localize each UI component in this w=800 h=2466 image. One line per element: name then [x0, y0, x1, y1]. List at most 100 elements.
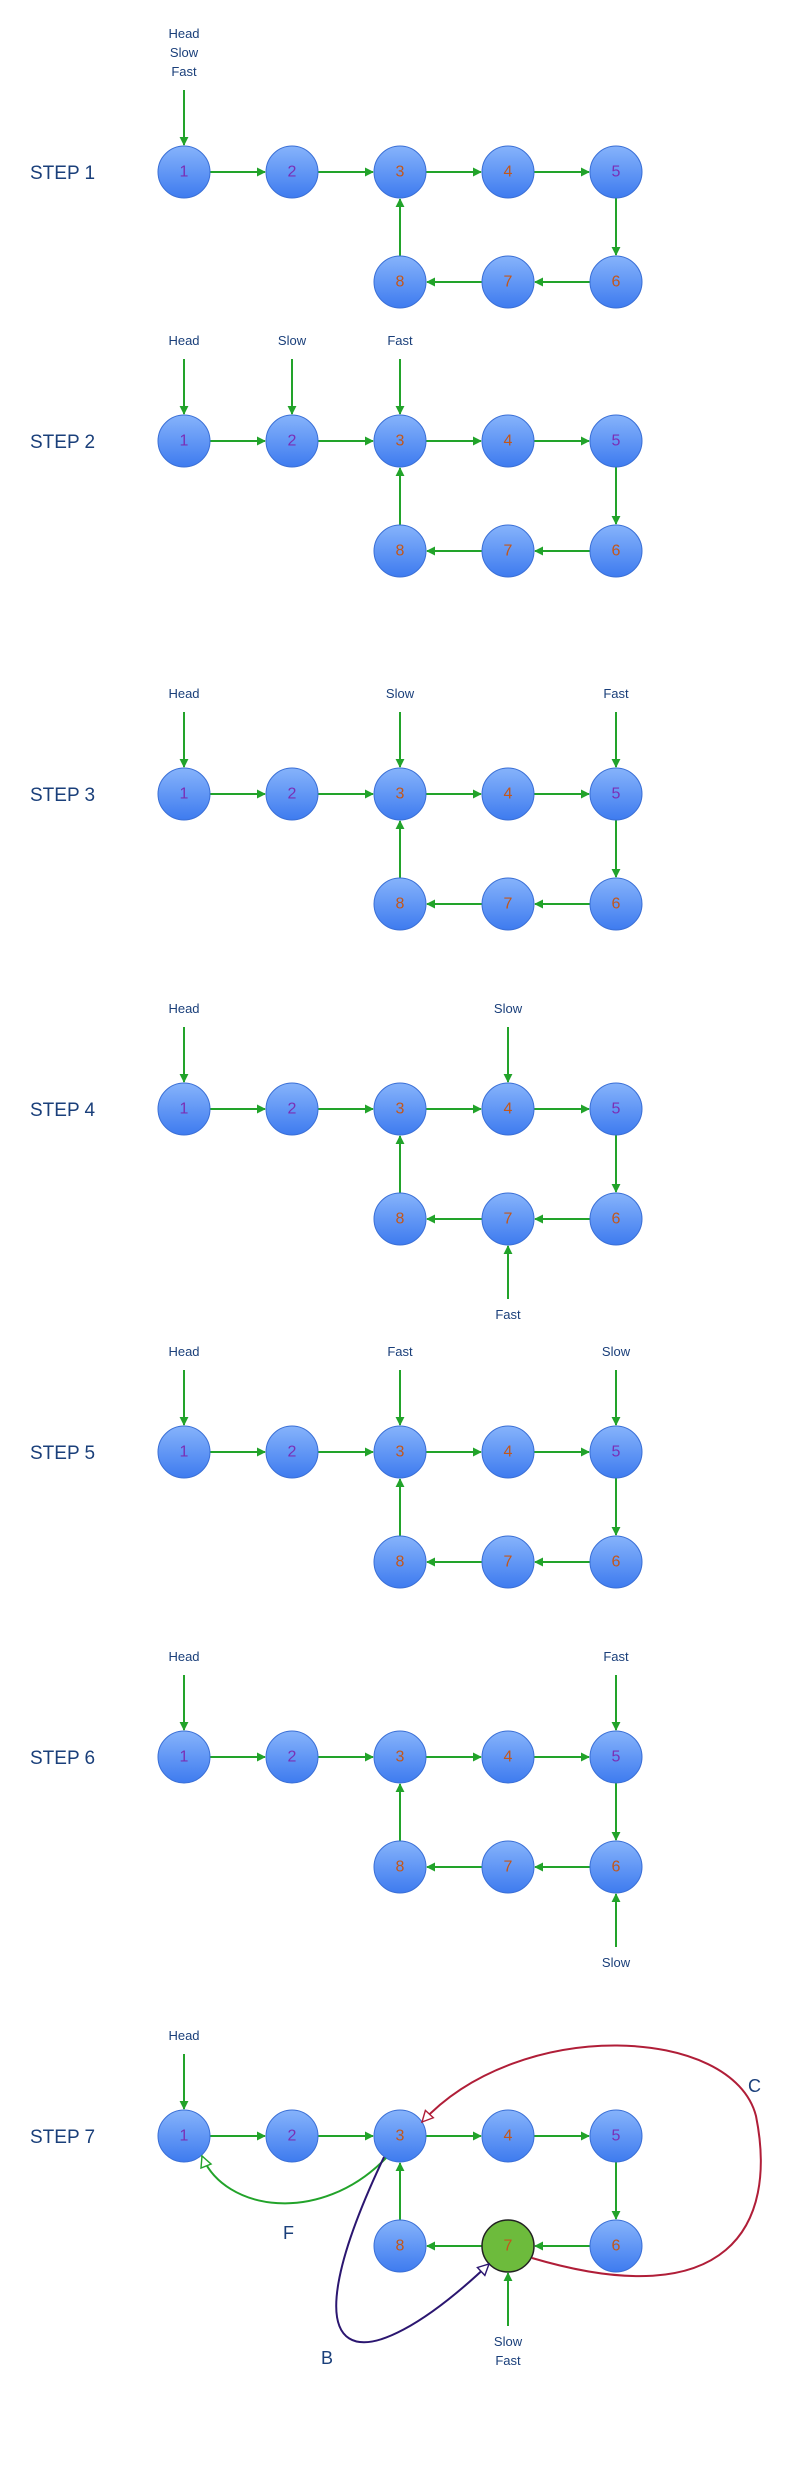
node-5	[589, 1082, 643, 1136]
node-8	[373, 524, 427, 578]
node-label: 1	[180, 164, 189, 181]
node-label: 3	[396, 1444, 405, 1461]
node-label: 4	[504, 1749, 513, 1766]
node-label: 5	[612, 1101, 621, 1118]
node-label: 7	[504, 896, 513, 913]
node-1	[157, 1082, 211, 1136]
node-1	[157, 1730, 211, 1784]
node-label: 2	[288, 433, 297, 450]
pointer-label: Head	[168, 1344, 199, 1359]
node-label: 3	[396, 786, 405, 803]
node-label: 8	[396, 1554, 405, 1571]
node-label: 5	[612, 164, 621, 181]
node-5	[589, 767, 643, 821]
node-4	[481, 767, 535, 821]
node-2	[265, 1082, 319, 1136]
node-2	[265, 414, 319, 468]
pointer-label: Fast	[495, 2353, 521, 2368]
node-4	[481, 414, 535, 468]
step-label: STEP 1	[30, 163, 95, 184]
node-label: 6	[612, 896, 621, 913]
pointer-label: Head	[168, 686, 199, 701]
node-label: 5	[612, 2128, 621, 2145]
node-3	[373, 414, 427, 468]
pointer-label: Fast	[171, 64, 197, 79]
pointer-label: Fast	[495, 1307, 521, 1322]
node-5	[589, 1730, 643, 1784]
node-label: 3	[396, 2128, 405, 2145]
node-6	[589, 1192, 643, 1246]
node-label: 2	[288, 2128, 297, 2145]
node-label: 5	[612, 786, 621, 803]
node-label: 1	[180, 433, 189, 450]
node-label: 4	[504, 164, 513, 181]
node-7	[481, 1192, 535, 1246]
node-7	[481, 877, 535, 931]
node-8	[373, 1192, 427, 1246]
pointer-label: Slow	[278, 333, 307, 348]
node-3	[373, 2109, 427, 2163]
step-label: STEP 7	[30, 2127, 95, 2148]
node-label: 6	[612, 1859, 621, 1876]
node-1	[157, 767, 211, 821]
node-4	[481, 1082, 535, 1136]
pointer-label: Head	[168, 333, 199, 348]
node-label: 1	[180, 1444, 189, 1461]
node-label: 4	[504, 1444, 513, 1461]
node-label: 4	[504, 786, 513, 803]
node-label: 2	[288, 1749, 297, 1766]
node-label: 3	[396, 1101, 405, 1118]
node-label: 7	[504, 1859, 513, 1876]
node-3	[373, 767, 427, 821]
step-label: STEP 5	[30, 1443, 95, 1464]
meeting-node-7	[481, 2219, 535, 2273]
node-label: 8	[396, 2238, 405, 2255]
node-7	[481, 524, 535, 578]
node-6	[589, 255, 643, 309]
node-label: 8	[396, 1211, 405, 1228]
node-label: 2	[288, 1101, 297, 1118]
node-label: 7	[504, 274, 513, 291]
node-7	[481, 1535, 535, 1589]
node-8	[373, 1535, 427, 1589]
node-4	[481, 2109, 535, 2163]
node-4	[481, 145, 535, 199]
pointer-label: Slow	[494, 2334, 523, 2349]
node-label: 2	[288, 786, 297, 803]
node-3	[373, 1425, 427, 1479]
curve-c	[422, 2044, 762, 2277]
node-6	[589, 877, 643, 931]
pointer-label: Fast	[387, 1344, 413, 1359]
curve-b-label: B	[321, 2348, 333, 2368]
node-3	[373, 1082, 427, 1136]
node-6	[589, 1840, 643, 1894]
curve-c-label: C	[748, 2076, 761, 2096]
node-6	[589, 2219, 643, 2273]
node-8	[373, 2219, 427, 2273]
node-4	[481, 1425, 535, 1479]
node-6	[589, 524, 643, 578]
pointer-label: Slow	[170, 45, 199, 60]
node-label: 4	[504, 433, 513, 450]
curve-b	[335, 2156, 489, 2343]
node-label: 6	[612, 1211, 621, 1228]
node-label: 3	[396, 164, 405, 181]
pointer-label: Slow	[602, 1955, 631, 1970]
node-5	[589, 2109, 643, 2163]
node-2	[265, 1425, 319, 1479]
node-8	[373, 1840, 427, 1894]
pointer-label: Fast	[603, 686, 629, 701]
node-label: 7	[504, 543, 513, 560]
node-2	[265, 2109, 319, 2163]
pointer-label: Head	[168, 1649, 199, 1664]
step-label: STEP 2	[30, 432, 95, 453]
node-label: 8	[396, 274, 405, 291]
node-label: 3	[396, 1749, 405, 1766]
node-label: 8	[396, 896, 405, 913]
